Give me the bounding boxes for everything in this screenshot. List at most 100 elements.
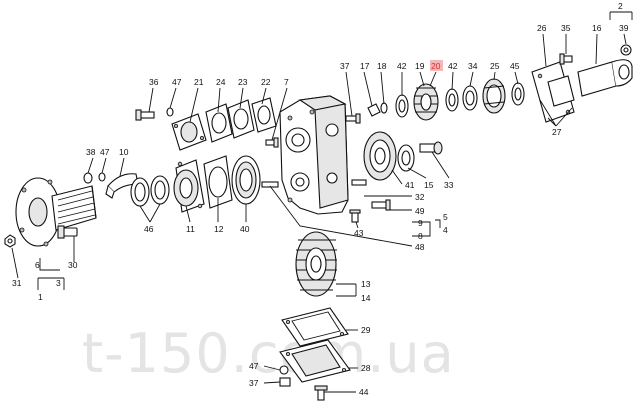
callout-23: 23 — [238, 77, 248, 87]
callout-47-top: 47 — [172, 77, 182, 87]
leader-lines — [11, 11, 633, 393]
cardan-fork-16 — [577, 59, 633, 97]
gear-19-20 — [413, 83, 439, 121]
callout-36: 36 — [149, 77, 159, 87]
callout-34: 34 — [468, 61, 478, 71]
callout-2: 2 — [618, 1, 623, 11]
callout-10: 10 — [119, 147, 129, 157]
bolt-49 — [371, 199, 391, 211]
callout-33: 33 — [444, 180, 454, 190]
callout-15: 15 — [424, 180, 434, 190]
callout-24: 24 — [216, 77, 226, 87]
callout-29: 29 — [361, 325, 371, 335]
gasket-12 — [203, 155, 233, 209]
washer-47-bottom — [279, 365, 289, 375]
callout-5: 5 — [443, 212, 448, 222]
callout-40: 40 — [240, 224, 250, 234]
callout-20-highlight — [430, 60, 443, 71]
spacer-42-right — [445, 88, 459, 112]
flange-yoke-26 — [531, 61, 575, 123]
callout-42-left: 42 — [397, 61, 407, 71]
ring-15 — [397, 144, 415, 172]
watermark-text: t-150.com.ua — [82, 322, 455, 385]
gasket-24 — [205, 103, 233, 143]
callout-41: 41 — [405, 180, 415, 190]
axle-33 — [419, 141, 443, 155]
callout-47-left: 47 — [100, 147, 110, 157]
drive-gear-13 — [295, 231, 337, 297]
callout-45: 45 — [510, 61, 520, 71]
callout-14: 14 — [361, 293, 371, 303]
callout-30: 30 — [68, 260, 78, 270]
callout-11: 11 — [186, 224, 195, 234]
callout-35: 35 — [561, 23, 571, 33]
end-cover-21 — [171, 113, 207, 151]
callout-42-right: 42 — [448, 61, 458, 71]
cover-23 — [227, 99, 255, 139]
output-flange — [15, 177, 97, 247]
callout-17: 17 — [360, 61, 370, 71]
bolt-37-top — [345, 113, 361, 124]
callout-48: 48 — [415, 242, 425, 252]
bolt-37-bottom — [279, 377, 291, 387]
small-nut-38 — [83, 172, 93, 184]
callout-16: 16 — [592, 23, 602, 33]
callout-31: 31 — [12, 278, 22, 288]
callout-18: 18 — [377, 61, 387, 71]
callout-8: 8 — [418, 231, 423, 241]
bolt-35 — [559, 53, 573, 65]
callout-37-top: 37 — [340, 61, 350, 71]
callout-37-bottom: 37 — [249, 378, 259, 388]
callout-labels: 36 47 21 24 23 22 7 37 17 18 42 19 20 42… — [12, 1, 629, 397]
callout-6: 6 — [35, 260, 40, 270]
ring-34 — [462, 85, 478, 111]
callout-38: 38 — [86, 147, 96, 157]
gasket-22 — [251, 97, 277, 133]
callout-20: 20 — [431, 61, 441, 71]
washer-47-top — [166, 107, 174, 117]
bearing-40 — [231, 155, 261, 205]
bearing-cover-11 — [173, 159, 205, 213]
gear-41 — [363, 131, 397, 181]
flange-nut — [4, 234, 16, 248]
callout-28: 28 — [361, 363, 371, 373]
callout-22: 22 — [261, 77, 271, 87]
callout-12: 12 — [214, 224, 224, 234]
callout-7: 7 — [284, 77, 289, 87]
callout-27: 27 — [552, 127, 562, 137]
plate-17 — [367, 103, 381, 117]
gearbox-housing — [279, 95, 349, 215]
callout-19: 19 — [415, 61, 425, 71]
stud-bolt — [261, 181, 279, 188]
callout-39: 39 — [619, 23, 629, 33]
callout-44: 44 — [359, 387, 369, 397]
callout-13: 13 — [361, 279, 371, 289]
callout-46: 46 — [144, 224, 154, 234]
callout-43: 43 — [354, 228, 364, 238]
callout-3: 3 — [56, 278, 61, 288]
bearing-25 — [482, 78, 506, 114]
callout-47-bottom: 47 — [249, 361, 259, 371]
callout-21: 21 — [194, 77, 204, 87]
seal-45 — [511, 82, 525, 106]
callout-4: 4 — [443, 225, 448, 235]
seal-ring-pair — [130, 175, 170, 207]
callout-26: 26 — [537, 23, 547, 33]
callout-25: 25 — [490, 61, 500, 71]
callout-49: 49 — [415, 206, 425, 216]
bottom-cover-28 — [279, 339, 351, 383]
callout-9: 9 — [418, 218, 423, 228]
callout-32: 32 — [415, 192, 425, 202]
bolt-44 — [314, 385, 328, 401]
screw-7 — [265, 137, 279, 148]
bolt-36 — [135, 109, 155, 121]
small-washer-47 — [98, 172, 106, 182]
nut-39 — [620, 44, 632, 56]
gasket-plate-29 — [281, 307, 349, 347]
spacer-42 — [395, 94, 409, 118]
bolt-43 — [349, 209, 361, 223]
flange-bolt — [57, 225, 78, 239]
bolt-32 — [351, 179, 367, 186]
washer-18 — [380, 102, 388, 114]
